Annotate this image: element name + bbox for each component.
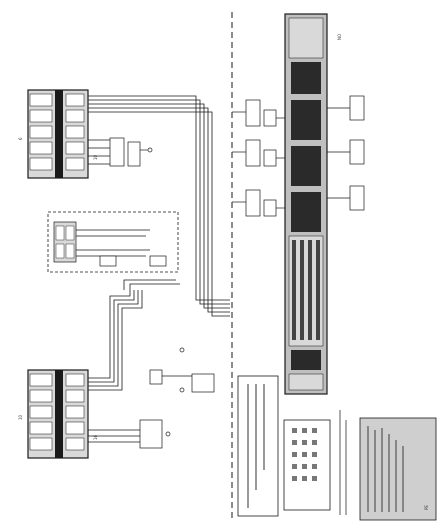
terminal-block-top: 6 10 xyxy=(18,89,98,179)
interface-connectors xyxy=(232,99,290,217)
legend-panel-label: PE xyxy=(424,505,429,510)
legend-panel: PE xyxy=(359,417,437,521)
wire-bundle-top xyxy=(88,95,230,317)
contact-symbols-bottom xyxy=(88,347,215,449)
dashed-module-box xyxy=(47,211,179,273)
keypad-grid xyxy=(283,419,331,511)
contact-symbols-top xyxy=(88,137,153,167)
terminal-bottom-label-right: 16 xyxy=(93,434,98,440)
terminal-bottom-label-left: 10 xyxy=(18,414,23,420)
terminal-block-bottom: 10 16 xyxy=(18,369,98,459)
wire-bundle-bottom xyxy=(88,279,180,391)
footnote-lines xyxy=(339,410,347,515)
terminal-top-label-left: 6 xyxy=(18,137,23,140)
label-box-left xyxy=(237,375,279,517)
module-relay-label: NO xyxy=(337,34,342,40)
main-module: NO xyxy=(284,13,342,395)
terminal-top-label-right: 10 xyxy=(93,154,98,160)
output-connectors xyxy=(327,95,365,211)
